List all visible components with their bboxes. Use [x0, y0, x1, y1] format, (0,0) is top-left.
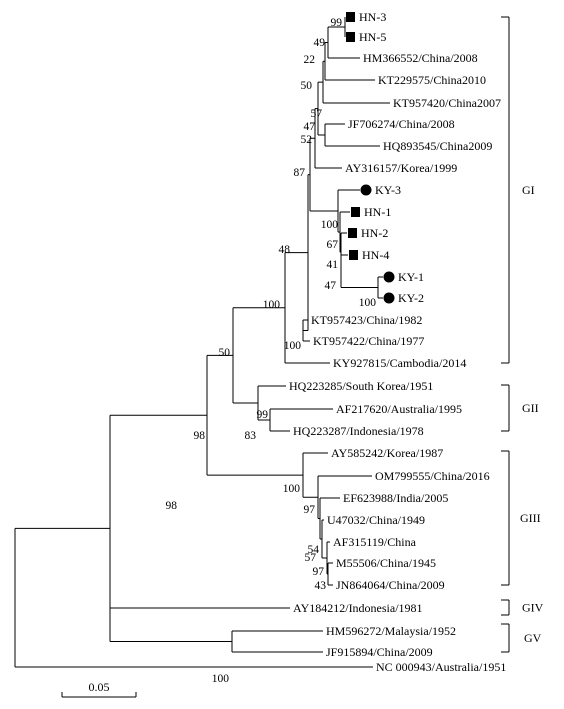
bootstrap-value: 57 [311, 108, 323, 120]
square-marker-icon [351, 207, 360, 217]
taxon-label: AY585242/Korea/1987 [331, 446, 443, 460]
taxon-label: EF623988/India/2005 [343, 491, 448, 505]
square-marker-icon [349, 250, 358, 260]
square-marker-icon [346, 32, 355, 42]
taxon-label: KY927815/Cambodia/2014 [333, 356, 466, 370]
square-marker-icon [348, 228, 357, 238]
bootstrap-value: 87 [294, 167, 306, 179]
taxon-label: KY-1 [398, 270, 424, 284]
bootstrap-value: 100 [359, 297, 377, 309]
taxon-label: HM596272/Malaysia/1952 [326, 624, 456, 638]
bootstrap-value: 97 [313, 566, 325, 578]
genotype-label: GIII [520, 511, 541, 525]
taxon-label: KT229575/China2010 [378, 73, 486, 87]
taxon-label: HN-3 [359, 10, 386, 24]
bootstrap-value: 100 [321, 219, 339, 231]
bootstrap-value: 99 [331, 17, 343, 29]
bootstrap-value: 50 [219, 347, 231, 359]
bootstrap-value: 52 [301, 134, 313, 146]
bootstrap-value: 48 [279, 244, 291, 256]
taxon-label: JF915894/China/2009 [326, 645, 433, 659]
taxon-label: HQ893545/China2009 [383, 139, 492, 153]
taxon-label: KT957423/China/1982 [311, 313, 422, 327]
scale-bar-label: 0.05 [89, 680, 110, 694]
taxon-label: HN-5 [359, 30, 386, 44]
bootstrap-value: 98 [166, 500, 178, 512]
bootstrap-value: 57 [305, 552, 317, 564]
taxon-label: JF706274/China/2008 [348, 117, 455, 131]
tree-branches [14, 17, 390, 668]
circle-marker-icon [383, 271, 395, 283]
taxon-label: KT957420/China2007 [393, 96, 501, 110]
taxon-label: AF315119/China [333, 535, 417, 549]
taxon-label: HN-4 [362, 248, 389, 262]
taxon-label: HN-1 [364, 205, 391, 219]
taxon-label: NC 000943/Australia/1951 [376, 660, 506, 674]
bootstrap-value: 100 [283, 483, 301, 495]
taxon-label: KT957422/China/1977 [313, 334, 424, 348]
taxon-label: JN864064/China/2009 [336, 578, 445, 592]
taxon-label: HQ223285/South Korea/1951 [289, 379, 433, 393]
bootstrap-value: 49 [314, 37, 326, 49]
bootstrap-value: 100 [212, 673, 230, 685]
taxon-label: U47032/China/1949 [327, 513, 425, 527]
scale-bar: 0.05 [61, 680, 137, 698]
taxon-labels: HN-3HN-5HM366552/China/2008KT229575/Chin… [289, 10, 506, 674]
circle-marker-icon [360, 184, 372, 196]
bootstrap-value: 47 [304, 121, 316, 133]
bootstrap-labels: 9949225057475210041671004787100481009983… [166, 17, 377, 685]
circle-marker-icon [383, 292, 395, 304]
genotype-label: GI [522, 183, 535, 197]
bootstrap-value: 98 [194, 430, 206, 442]
taxon-label: KY-3 [375, 183, 401, 197]
bootstrap-value: 47 [325, 280, 337, 292]
bootstrap-value: 43 [315, 580, 327, 592]
square-marker-icon [346, 12, 355, 22]
taxon-markers [346, 12, 395, 304]
bootstrap-value: 50 [301, 80, 313, 92]
bootstrap-value: 41 [327, 259, 339, 271]
bootstrap-value: 67 [327, 239, 339, 251]
bootstrap-value: 54 [308, 544, 320, 556]
bootstrap-value: 99 [257, 409, 269, 421]
taxon-label: AY316157/Korea/1999 [345, 161, 457, 175]
bootstrap-value: 83 [245, 430, 257, 442]
genotype-brackets: GI GII GIII GIV GV [501, 16, 544, 653]
bootstrap-value: 97 [304, 504, 316, 516]
taxon-label: HN-2 [361, 226, 388, 240]
taxon-label: OM799555/China/2016 [375, 469, 490, 483]
bootstrap-value: 22 [304, 54, 316, 66]
taxon-label: AF217620/Australia/1995 [336, 402, 462, 416]
genotype-label: GII [522, 401, 539, 415]
taxon-label: M55506/China/1945 [336, 556, 436, 570]
genotype-label: GV [524, 631, 542, 645]
bootstrap-value: 100 [263, 299, 281, 311]
bootstrap-value: 100 [284, 340, 302, 352]
genotype-label: GIV [522, 601, 544, 615]
taxon-label: KY-2 [398, 291, 424, 305]
taxon-label: HQ223287/Indonesia/1978 [293, 424, 424, 438]
taxon-label: HM366552/China/2008 [363, 51, 478, 65]
taxon-label: AY184212/Indonesia/1981 [293, 601, 423, 615]
